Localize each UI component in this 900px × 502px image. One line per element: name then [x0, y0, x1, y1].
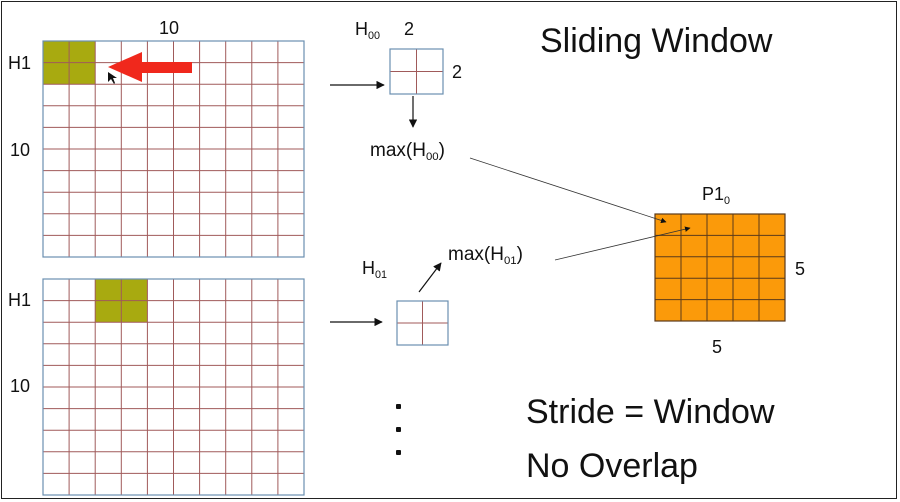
h01-label: H01 — [362, 258, 388, 281]
bottom-grid-rows-label: 10 — [10, 376, 31, 396]
h00-cols-label: 2 — [404, 19, 415, 39]
max-h01-label: max(H01) — [448, 244, 523, 267]
pool-label: P10 — [702, 184, 731, 207]
note-stride: Stride = Window — [526, 393, 775, 431]
note-overlap: No Overlap — [526, 447, 698, 485]
h00-label: H00 — [355, 19, 381, 42]
slide-title: Sliding Window — [540, 22, 773, 60]
top-grid-row-label: H1 — [8, 53, 32, 73]
mouse-cursor-icon — [108, 72, 117, 84]
red-pointer-arrow-icon — [108, 52, 192, 82]
top-grid-cols-label: 10 — [159, 18, 180, 38]
window-h01-grid — [396, 300, 449, 346]
max-h00-label: max(H00) — [370, 140, 445, 163]
ellipsis-dot — [396, 450, 401, 455]
top-grid-rows-label: 10 — [10, 140, 31, 160]
input-grid-top — [42, 40, 305, 258]
pool-rows-label: 5 — [795, 259, 806, 279]
input-grid-bottom — [42, 278, 305, 496]
arrow-max01-to-pool — [554, 226, 691, 261]
arrow-max00-to-pool — [469, 157, 667, 224]
window-h00-grid — [389, 48, 444, 95]
pool-output-grid — [654, 213, 786, 322]
ellipsis-dot — [396, 404, 401, 409]
h00-rows-label: 2 — [452, 62, 463, 82]
pool-cols-label: 5 — [712, 337, 723, 357]
arrow-h01-to-max — [418, 262, 442, 293]
bottom-grid-row-label: H1 — [8, 290, 32, 310]
ellipsis-dot — [396, 427, 401, 432]
